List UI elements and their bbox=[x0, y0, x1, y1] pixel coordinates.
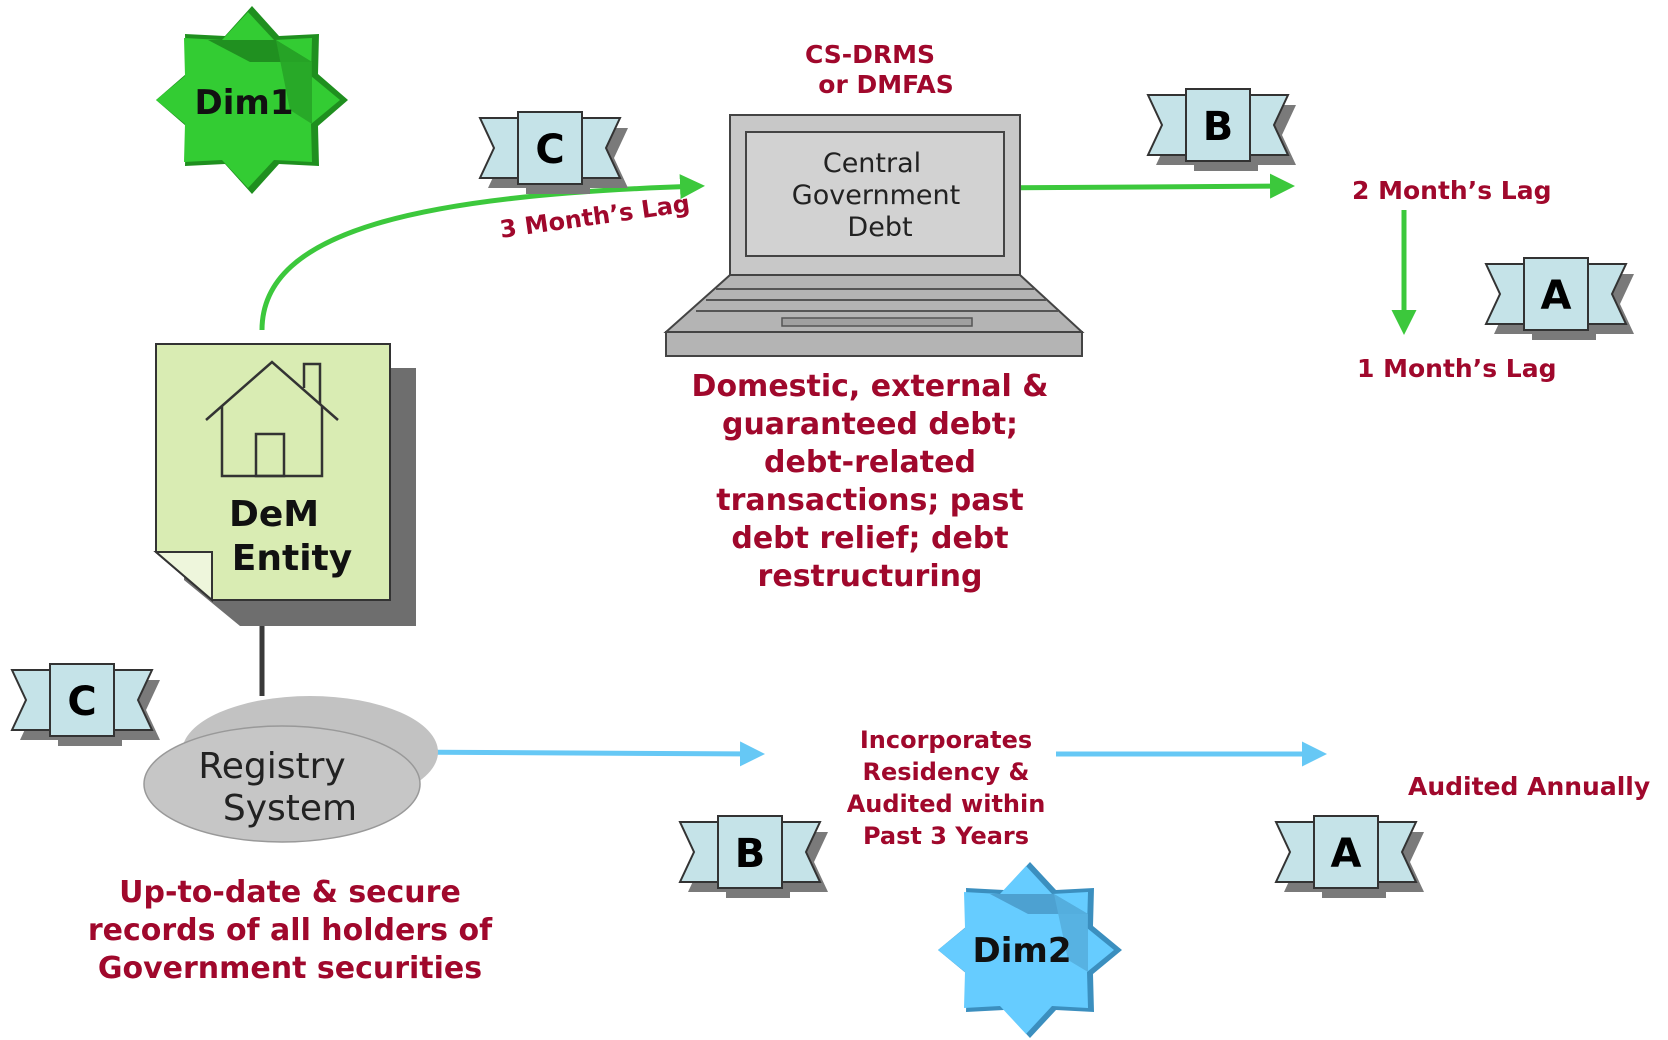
ribbon-a-bottom: A bbox=[1274, 815, 1424, 898]
system-description: Domestic, external & guaranteed debt; de… bbox=[660, 368, 1080, 596]
arrow-entity-to-system bbox=[259, 174, 705, 331]
ribbon-c-left-letter: C bbox=[67, 679, 96, 725]
ribbon-b-top-letter: B bbox=[1203, 104, 1234, 150]
registry-line-1: Registry bbox=[198, 746, 345, 787]
ribbon-c-top: C bbox=[478, 111, 628, 194]
dim2-label: Dim2 bbox=[973, 931, 1072, 971]
registry-description-line-1: Up-to-date & secure bbox=[119, 875, 461, 910]
registry-description-line-2: records of all holders of bbox=[87, 913, 493, 948]
system-description-line-3: debt-related bbox=[764, 445, 976, 480]
system-description-line-6: restructuring bbox=[757, 559, 983, 594]
audited-annually-label: Audited Annually bbox=[1408, 772, 1651, 801]
system-description-line-1: Domestic, external & bbox=[691, 369, 1049, 404]
system-title-line-1: CS-DRMS bbox=[804, 40, 936, 69]
incorporates-line-2: Residency & bbox=[862, 758, 1030, 786]
system-title-line-2: or DMFAS bbox=[818, 70, 954, 99]
ribbon-a-bottom-letter: A bbox=[1331, 831, 1362, 877]
screen-line-3: Debt bbox=[847, 212, 912, 243]
registry-description-line-3: Government securities bbox=[97, 951, 483, 986]
ribbon-c-left: C bbox=[10, 663, 160, 746]
one-month-lag-label: 1 Month’s Lag bbox=[1357, 354, 1557, 383]
ribbon-a-right-letter: A bbox=[1541, 273, 1572, 319]
two-month-lag-label: 2 Month’s Lag bbox=[1352, 176, 1552, 205]
ribbon-c-top-letter: C bbox=[535, 127, 564, 173]
registry-line-2: System bbox=[223, 788, 357, 829]
ribbon-b-top: B bbox=[1146, 88, 1296, 171]
registry-system-disc: Registry System bbox=[143, 696, 438, 843]
system-title: CS-DRMS or DMFAS bbox=[786, 40, 986, 100]
house-icon bbox=[205, 360, 339, 478]
incorporates-line-3: Audited within bbox=[846, 790, 1046, 818]
dim1-label: Dim1 bbox=[195, 83, 294, 123]
arrow-registry-to-incorporates bbox=[389, 741, 765, 767]
laptop-icon: Central Government Debt bbox=[663, 114, 1085, 357]
incorporates-label: Incorporates Residency & Audited within … bbox=[826, 724, 1066, 852]
incorporates-line-1: Incorporates bbox=[859, 726, 1033, 754]
dim2-badge: Dim2 bbox=[938, 862, 1122, 1038]
ribbon-b-bottom-letter: B bbox=[735, 831, 766, 877]
ribbon-a-right: A bbox=[1484, 257, 1634, 340]
registry-description: Up-to-date & secure records of all holde… bbox=[60, 874, 520, 988]
arrow-system-to-two-month bbox=[981, 173, 1295, 199]
screen-line-2: Government bbox=[792, 180, 960, 211]
dem-entity-document: DeM Entity bbox=[153, 343, 416, 626]
entity-line-1: DeM bbox=[229, 494, 319, 535]
system-description-line-4: transactions; past bbox=[716, 483, 1024, 518]
ribbon-b-bottom: B bbox=[678, 815, 828, 898]
system-description-line-2: guaranteed debt; bbox=[721, 407, 1019, 442]
incorporates-line-4: Past 3 Years bbox=[862, 822, 1030, 850]
screen-line-1: Central bbox=[823, 148, 921, 179]
entity-line-2: Entity bbox=[232, 538, 352, 579]
dim1-badge: Dim1 bbox=[156, 6, 348, 194]
system-description-line-5: debt relief; debt bbox=[731, 521, 1009, 556]
